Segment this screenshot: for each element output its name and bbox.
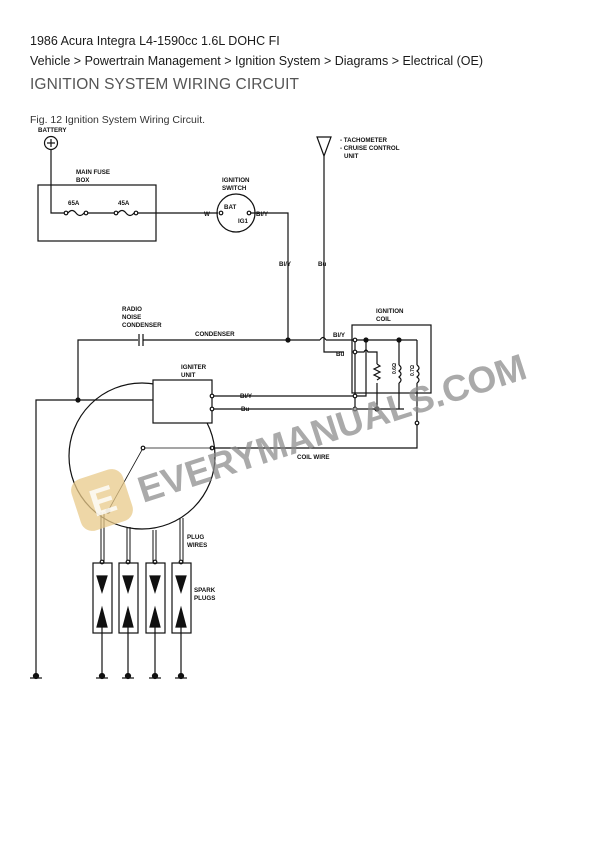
ignition-coil-label: IGNITION [376, 308, 404, 315]
spark-plug-1 [92, 562, 113, 676]
coil-resistance-label: 0.6Ω [392, 363, 398, 374]
breadcrumb: Vehicle > Powertrain Management > Igniti… [30, 54, 483, 68]
fuse-45a-label: 45A [118, 200, 130, 207]
radio-noise-condenser-icon [138, 334, 144, 346]
igniter-unit-label: UNIT [181, 372, 196, 379]
wire-bly-label: Bl/Y [256, 211, 269, 218]
breadcrumb-item-vehicle[interactable]: Vehicle [30, 54, 71, 68]
page-title: IGNITION SYSTEM WIRING CIRCUIT [30, 76, 300, 93]
ignition-coil-label: COIL [376, 316, 391, 323]
breadcrumb-item-diagrams[interactable]: Diagrams [334, 54, 389, 68]
main-fuse-box-label: MAIN FUSE [76, 169, 110, 176]
cruise-control-label: - CRUISE CONTROL [340, 145, 400, 152]
battery-label: BATTERY [38, 127, 67, 134]
cruise-control-label: UNIT [344, 153, 359, 160]
battery-icon [43, 135, 59, 151]
breadcrumb-separator: > [220, 54, 235, 68]
radio-noise-condenser-label: NOISE [122, 314, 141, 321]
watermark: E EVERYMANUALS.COM [71, 346, 531, 531]
igniter-unit [152, 379, 213, 424]
igniter-bly-label: Bl/Y [240, 393, 253, 400]
ignition-switch-label: SWITCH [222, 185, 247, 192]
wire-bu-label: Bu [318, 261, 326, 268]
watermark-logo-icon [71, 469, 133, 531]
resistor-icon [372, 363, 382, 381]
tachometer-icon [316, 136, 332, 158]
ground-icon [30, 672, 187, 680]
plug-wires-label: WIRES [187, 542, 207, 549]
coil-wire-label: COIL WIRE [297, 454, 330, 461]
breadcrumb-item-ignition-system[interactable]: Ignition System [235, 54, 321, 68]
fuse-45a-icon [113, 209, 139, 217]
igniter-bu-label: Bu [241, 406, 249, 413]
ig1-terminal-label: IG1 [238, 218, 249, 225]
main-fuse-box-label: BOX [76, 177, 90, 184]
radio-noise-condenser-label: RADIO [122, 306, 142, 313]
fuse-65a-icon [63, 209, 89, 217]
bat-terminal-label: BAT [224, 204, 236, 211]
coil-bu-label: Bu [336, 351, 344, 358]
coil-bly-label: Bl/Y [333, 332, 346, 339]
spark-plugs-label: PLUGS [194, 595, 215, 602]
figure-caption: Fig. 12 Ignition System Wiring Circuit. [30, 114, 206, 126]
tachometer-label: - TACHOMETER [340, 137, 388, 144]
spark-plugs-label: SPARK [194, 587, 216, 594]
fuse-65a-label: 65A [68, 200, 80, 207]
ignition-coil-box [351, 324, 432, 394]
breadcrumb-separator: > [70, 54, 85, 68]
plug-wires [100, 512, 184, 563]
wire-bly-label: Bl/Y [279, 261, 292, 268]
spark-plug-4 [171, 562, 192, 676]
coil-resistance-label: 0.7Ω [410, 365, 416, 376]
primary-coil-icon [398, 364, 402, 384]
ignition-switch-label: IGNITION [222, 177, 250, 184]
spark-plug-2 [118, 562, 139, 676]
vehicle-title: 1986 Acura Integra L4-1590cc 1.6L DOHC F… [30, 34, 280, 48]
secondary-coil-icon [416, 364, 420, 384]
spark-plug-3 [145, 562, 166, 676]
plug-wires-label: PLUG [187, 534, 204, 541]
distributor-cap [68, 382, 216, 530]
condenser-label: CONDENSER [195, 331, 235, 338]
wire-w-label: W [204, 211, 210, 218]
breadcrumb-item-electrical[interactable]: Electrical (OE) [402, 54, 484, 68]
radio-noise-condenser-label: CONDENSER [122, 322, 162, 329]
breadcrumb-separator: > [320, 54, 335, 68]
breadcrumb-separator: > [388, 54, 403, 68]
breadcrumb-item-powertrain[interactable]: Powertrain Management [84, 54, 221, 68]
igniter-unit-label: IGNITER [181, 364, 207, 371]
